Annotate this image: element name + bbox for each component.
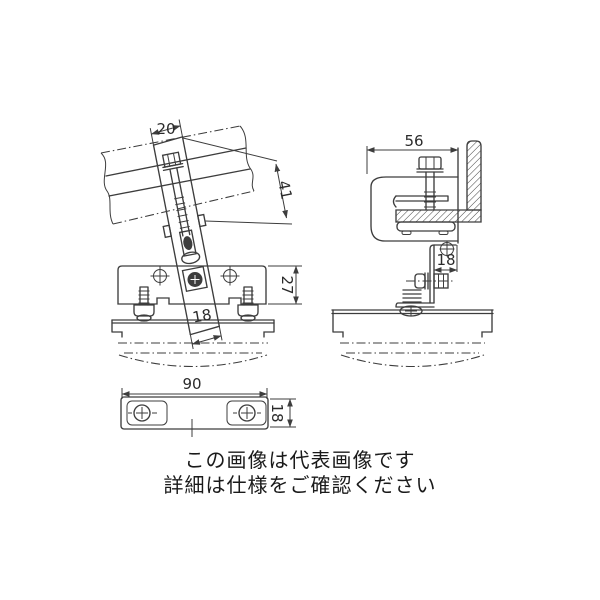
caption: この画像は代表画像です 詳細は仕様をご確認ください [0, 448, 600, 498]
dim-label-base-depth: 18 [268, 403, 286, 422]
strap-slot [178, 229, 197, 257]
base-screw-right [233, 404, 261, 422]
screw-right [237, 286, 259, 322]
strap-ear-left [162, 224, 173, 239]
dim-label-strap-width: 20 [156, 120, 175, 138]
base-plate-view [120, 396, 269, 437]
base-screw-left [128, 404, 157, 422]
dim-label-base-width: 90 [182, 375, 201, 393]
screw-left [133, 286, 155, 322]
front-view [100, 119, 302, 437]
dim-label-overall-width: 56 [404, 132, 423, 150]
duct-phantom-front [111, 319, 275, 367]
side-view [331, 140, 494, 367]
caption-line-1: この画像は代表画像です [184, 448, 416, 472]
strap-band [149, 119, 223, 350]
break-line-left [100, 152, 114, 225]
dim-20-lines [149, 119, 183, 145]
dim-41-lines [182, 137, 293, 225]
clamp-pad [396, 221, 456, 232]
dim-label-plate-height: 27 [278, 275, 296, 294]
mounting-plate [117, 265, 267, 305]
dim-27-lines [268, 265, 302, 305]
dim-56-lines [366, 146, 459, 174]
dim-18-base-lines [270, 398, 296, 428]
bracket-bolt-nut [406, 272, 455, 290]
duct-phantom-side [331, 309, 494, 367]
bolt-tip-dome [181, 251, 201, 265]
strap-ear-right [197, 213, 207, 228]
dim-label-clamp-range: 41 [274, 179, 295, 201]
plate-hole-right [220, 266, 240, 286]
dim-label-bracket-offset: 18 [436, 251, 455, 269]
caption-line-2: 詳細は仕様をご確認ください [163, 473, 437, 497]
clamp-body [370, 147, 459, 244]
dim-90-lines [121, 388, 268, 399]
angle-steel [395, 140, 482, 223]
plate-hole-left [150, 266, 170, 286]
carriage-bolt-neck [181, 265, 208, 293]
bracket-foot-screw [395, 289, 435, 317]
clamp-bolt [416, 156, 444, 211]
strap-bolt [161, 151, 191, 237]
hanger-bracket [395, 241, 458, 317]
bolt-tip [183, 236, 193, 251]
dim-label-strap-end: 18 [191, 305, 213, 326]
bracket-screw [439, 241, 455, 257]
carriage-bolt-head [187, 272, 203, 287]
break-line-right [239, 125, 255, 192]
